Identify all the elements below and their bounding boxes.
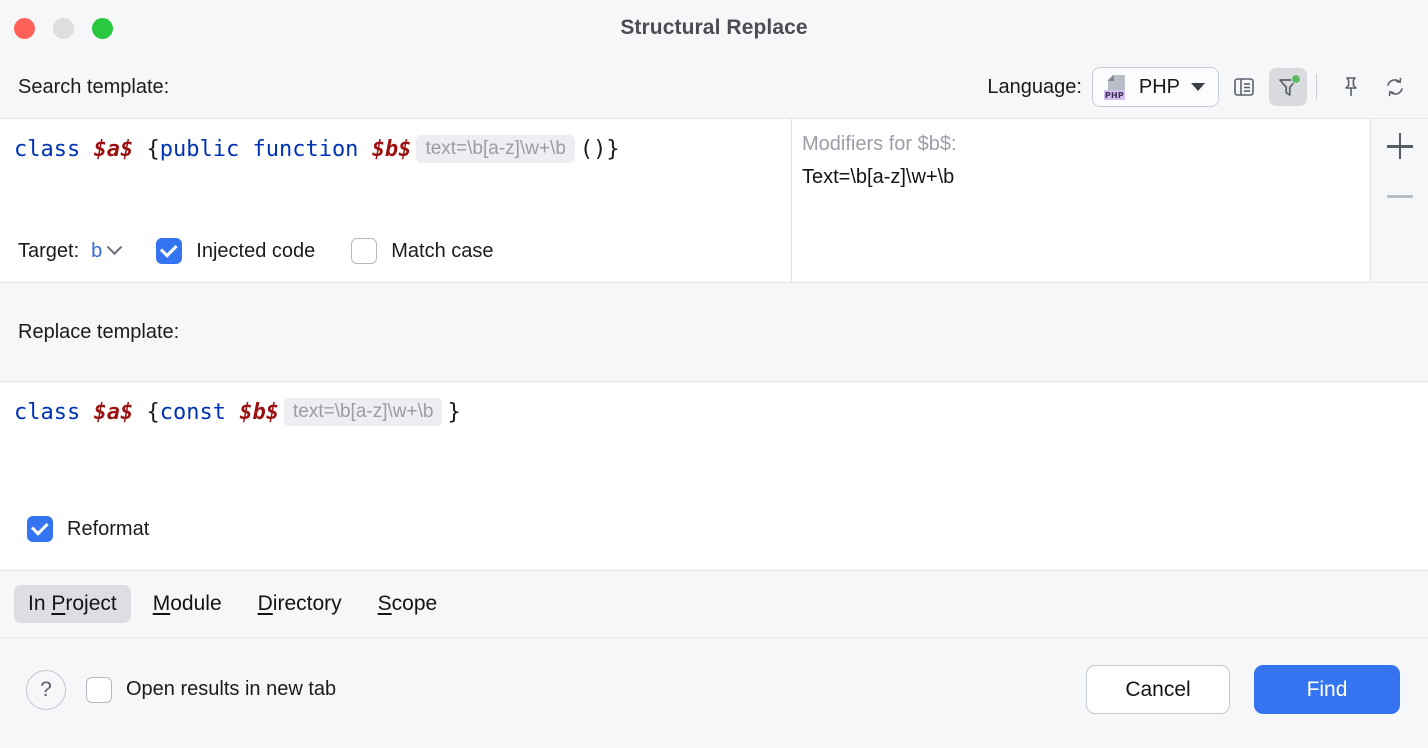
scope-tab-scope[interactable]: Scope: [364, 585, 452, 623]
history-icon[interactable]: [1225, 68, 1263, 106]
help-icon[interactable]: ?: [26, 669, 66, 710]
replace-template-label: Replace template:: [18, 320, 180, 343]
open-results-label: Open results in new tab: [126, 678, 337, 700]
modifiers-title: Modifiers for $b$:: [802, 133, 957, 155]
scope-tab-suffix: roject: [65, 592, 117, 615]
minimize-window-button[interactable]: [53, 18, 74, 39]
match-case-checkbox[interactable]: Match case: [351, 238, 494, 264]
reformat-label: Reformat: [67, 517, 150, 540]
code-token-class: class: [14, 399, 94, 425]
target-label: Target:: [18, 239, 80, 262]
language-value: PHP: [1138, 75, 1180, 98]
chevron-down-icon: [1191, 83, 1205, 91]
code-token-public: public: [159, 136, 240, 162]
code-token-class: class: [14, 136, 94, 162]
target-dropdown-value[interactable]: b: [91, 239, 103, 262]
scope-tab-mnemonic: D: [257, 592, 273, 615]
modifiers-add-remove-column: [1370, 119, 1428, 282]
code-token-function: function: [252, 136, 359, 162]
open-results-checkbox-box[interactable]: [86, 676, 112, 703]
search-template-header: Search template: Language: PHP PHP: [0, 56, 1428, 118]
code-token-var-b: $b$: [239, 399, 279, 425]
language-label: Language:: [987, 75, 1082, 98]
cancel-button[interactable]: Cancel: [1086, 665, 1230, 714]
language-dropdown[interactable]: PHP PHP: [1091, 67, 1219, 107]
search-code-line[interactable]: class $a$ { public function $b$ text=\b[…: [0, 119, 791, 163]
search-code-pane[interactable]: class $a$ { public function $b$ text=\b[…: [0, 119, 792, 282]
target-row: Target: b Injected code Match case: [18, 238, 494, 264]
code-token-tail: }: [447, 399, 461, 425]
title-bar: Structural Replace: [0, 0, 1428, 56]
scope-tab-directory[interactable]: Directory: [244, 585, 356, 623]
scope-tab-mnemonic: S: [377, 592, 392, 615]
scope-tab-prefix: In: [28, 592, 52, 615]
code-token-brace-open: {: [133, 136, 160, 162]
match-case-label: Match case: [391, 239, 494, 262]
replace-template-editor-area[interactable]: class $a$ { const $b$ text=\b[a-z]\w+\b …: [0, 381, 1428, 571]
scope-tab-module[interactable]: Module: [139, 585, 236, 623]
code-token-var-b: $b$: [371, 136, 412, 162]
modifiers-panel: Modifiers for $b$: Text=\b[a-z]\w+\b: [792, 119, 1428, 282]
code-token-space1: [239, 137, 252, 162]
close-window-button[interactable]: [14, 18, 35, 39]
injected-code-checkbox-box[interactable]: [156, 238, 183, 264]
modifiers-list-item[interactable]: Text=\b[a-z]\w+\b: [802, 166, 955, 188]
code-token-space1: [226, 400, 239, 425]
match-case-checkbox-box[interactable]: [351, 238, 378, 264]
scope-tab-suffix: irectory: [272, 592, 342, 615]
code-token-const: const: [159, 399, 226, 425]
replace-template-header: Replace template:: [0, 283, 1428, 381]
scope-tab-mnemonic: P: [51, 592, 66, 615]
find-button[interactable]: Find: [1254, 665, 1400, 714]
replace-inline-filter-chip[interactable]: text=\b[a-z]\w+\b: [283, 398, 443, 426]
injected-code-label: Injected code: [196, 239, 316, 262]
replace-code-line[interactable]: class $a$ { const $b$ text=\b[a-z]\w+\b …: [0, 382, 1428, 426]
dialog-footer: ? Open results in new tab Cancel Find: [0, 638, 1428, 741]
toolbar-divider: [1316, 74, 1317, 100]
maximize-window-button[interactable]: [92, 18, 113, 39]
code-token-brace-open: {: [133, 399, 160, 425]
scope-tabs: In Project Module Directory Scope: [0, 571, 1428, 638]
search-inline-filter-chip[interactable]: text=\b[a-z]\w+\b: [416, 135, 575, 163]
php-file-icon: PHP: [1103, 74, 1130, 100]
search-template-label: Search template:: [18, 75, 170, 98]
filter-active-badge: [1291, 74, 1301, 84]
code-token-tail: ()}: [579, 136, 620, 162]
reformat-checkbox[interactable]: Reformat: [27, 516, 149, 542]
scope-tab-suffix: odule: [170, 592, 222, 615]
code-token-space2: [358, 137, 371, 162]
injected-code-checkbox[interactable]: Injected code: [156, 238, 315, 264]
scope-tab-mnemonic: M: [152, 592, 171, 615]
window-title: Structural Replace: [620, 16, 808, 39]
php-badge-label: PHP: [1103, 90, 1125, 100]
filter-icon[interactable]: [1269, 68, 1307, 106]
search-template-editor-area: class $a$ { public function $b$ text=\b[…: [0, 118, 1428, 283]
open-results-checkbox[interactable]: Open results in new tab: [86, 676, 337, 703]
scope-tab-in-project[interactable]: In Project: [14, 585, 131, 623]
code-token-var-a: $a$: [93, 136, 134, 162]
chevron-down-icon[interactable]: [107, 238, 123, 255]
add-modifier-button[interactable]: [1386, 133, 1413, 159]
refresh-icon[interactable]: [1376, 68, 1414, 106]
remove-modifier-button: [1386, 195, 1413, 198]
scope-tab-suffix: cope: [391, 592, 438, 615]
traffic-lights: [14, 18, 113, 39]
pin-icon[interactable]: [1332, 68, 1370, 106]
code-token-var-a: $a$: [93, 399, 134, 425]
reformat-checkbox-box[interactable]: [27, 516, 53, 542]
